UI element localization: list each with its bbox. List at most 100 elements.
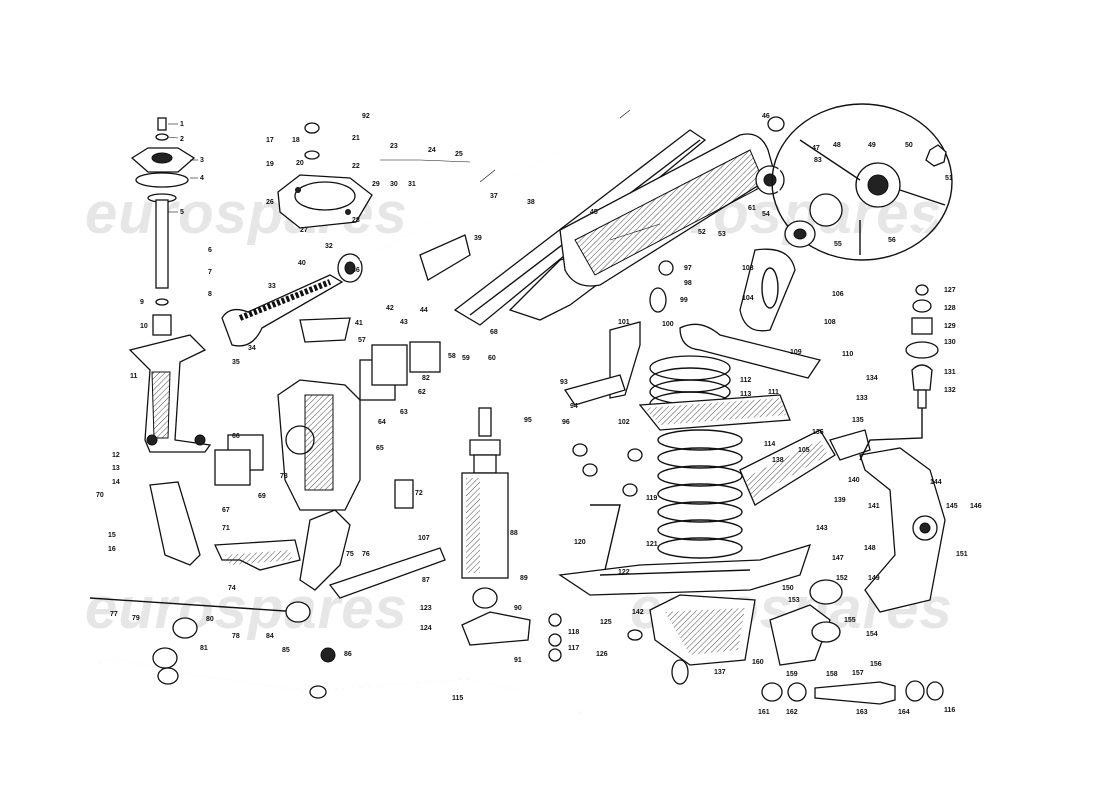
callout-109: 109 [790, 349, 802, 356]
suspension-arms [558, 248, 836, 666]
callout-11: 11 [130, 373, 138, 380]
callout-59: 59 [462, 355, 470, 362]
callout-119: 119 [646, 495, 657, 502]
callout-96: 96 [562, 419, 570, 426]
callout-157: 157 [852, 670, 864, 677]
callout-25: 25 [455, 151, 463, 158]
callout-158: 158 [826, 671, 838, 678]
callout-93: 93 [560, 379, 568, 386]
anti-roll-bar [89, 597, 581, 713]
callout-81: 81 [200, 645, 208, 652]
callout-162: 162 [786, 709, 798, 716]
callout-111: 111 [768, 389, 779, 396]
callout-87: 87 [422, 577, 430, 584]
callout-123: 123 [420, 605, 432, 612]
callout-133: 133 [856, 395, 868, 402]
callout-94: 94 [570, 403, 578, 410]
callout-20: 20 [296, 160, 304, 167]
callout-labels: 1 2 3 4 5 6 7 8 9 10 11 12 13 14 15 16 1… [96, 113, 982, 716]
callout-101: 101 [618, 319, 630, 326]
lower-links [149, 481, 446, 663]
callout-27: 27 [300, 227, 308, 234]
callout-71: 71 [222, 525, 230, 532]
callout-135: 135 [852, 417, 864, 424]
callout-91: 91 [514, 657, 522, 664]
callout-41: 41 [355, 320, 363, 327]
callout-38: 38 [527, 199, 535, 206]
callout-82: 82 [422, 375, 430, 382]
callout-5: 5 [180, 209, 184, 216]
callout-58: 58 [448, 353, 456, 360]
callout-51: 51 [945, 175, 953, 182]
steering-wheel [771, 103, 953, 261]
callout-132: 132 [944, 387, 956, 394]
callout-76: 76 [362, 551, 370, 558]
callout-139: 139 [834, 497, 846, 504]
callout-6: 6 [208, 247, 212, 254]
callout-74: 74 [228, 585, 236, 592]
callout-9: 9 [140, 299, 144, 306]
callout-90: 90 [514, 605, 522, 612]
callout-70: 70 [96, 492, 104, 499]
callout-19: 19 [266, 161, 274, 168]
callout-125: 125 [600, 619, 612, 626]
callout-72: 72 [415, 490, 423, 497]
callout-148: 148 [864, 545, 876, 552]
callout-100: 100 [662, 321, 674, 328]
callout-78: 78 [232, 633, 240, 640]
callout-84: 84 [266, 633, 274, 640]
callout-152: 152 [836, 575, 848, 582]
callout-55: 55 [834, 241, 842, 248]
callout-120: 120 [574, 539, 586, 546]
callout-130: 130 [944, 339, 956, 346]
callout-24: 24 [428, 147, 436, 154]
callout-149: 149 [868, 575, 880, 582]
callout-8: 8 [208, 291, 212, 298]
callout-85: 85 [282, 647, 290, 654]
callout-146: 146 [970, 503, 982, 510]
callout-128: 128 [944, 305, 956, 312]
callout-106: 106 [832, 291, 844, 298]
callout-79: 79 [132, 615, 140, 622]
callout-140: 140 [848, 477, 860, 484]
callout-103: 103 [742, 265, 754, 272]
callout-73: 73 [280, 473, 288, 480]
callout-52: 52 [698, 229, 706, 236]
callout-117: 117 [568, 645, 579, 652]
callout-114: 114 [764, 441, 775, 448]
callout-69: 69 [258, 493, 266, 500]
callout-110: 110 [842, 351, 853, 358]
callout-35: 35 [232, 359, 240, 366]
callout-37: 37 [490, 193, 498, 200]
callout-36: 36 [352, 267, 360, 274]
callout-13: 13 [112, 465, 120, 472]
leader-lines [167, 109, 661, 241]
callout-121: 121 [646, 541, 658, 548]
callout-138: 138 [772, 457, 784, 464]
callout-163: 163 [856, 709, 868, 716]
callout-54: 54 [762, 211, 770, 218]
callout-156: 156 [870, 661, 882, 668]
callout-137: 137 [714, 669, 726, 676]
callout-150: 150 [782, 585, 794, 592]
callout-164: 164 [898, 709, 910, 716]
callout-17: 17 [266, 137, 274, 144]
callout-104: 104 [742, 295, 754, 302]
callout-143: 143 [816, 525, 828, 532]
callout-7: 7 [208, 269, 212, 276]
callout-118: 118 [568, 629, 579, 636]
callout-116: 116 [944, 707, 955, 714]
callout-32: 32 [325, 243, 333, 250]
callout-142: 142 [632, 609, 644, 616]
callout-141: 141 [868, 503, 880, 510]
callout-154: 154 [866, 631, 878, 638]
callout-3: 3 [200, 157, 204, 164]
callout-16: 16 [108, 546, 116, 553]
callout-57: 57 [358, 337, 366, 344]
callout-62: 62 [418, 389, 426, 396]
callout-161: 161 [758, 709, 770, 716]
callout-77: 77 [110, 611, 118, 618]
callout-80: 80 [206, 616, 214, 623]
